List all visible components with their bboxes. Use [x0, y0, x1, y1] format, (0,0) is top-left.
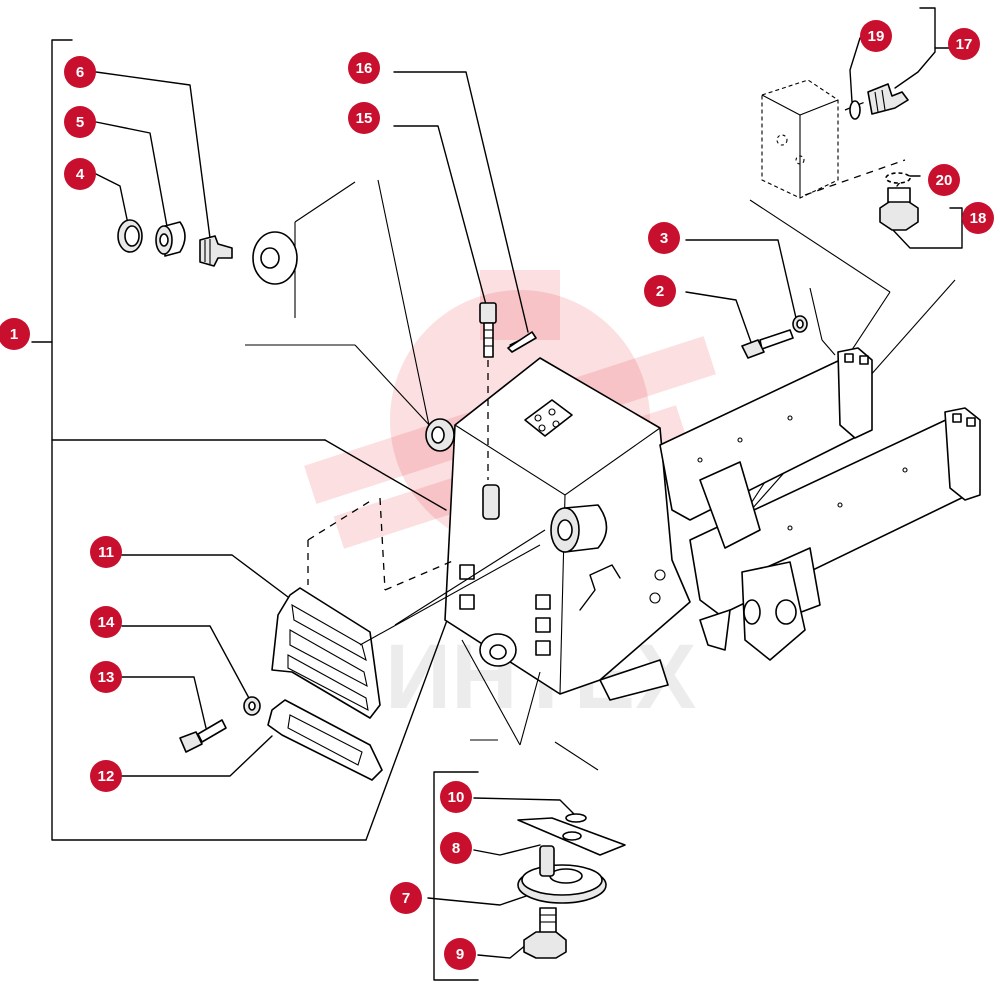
callout-10[interactable]: 10 — [440, 781, 472, 813]
front-support-bracket — [425, 357, 691, 695]
screw-part-15 — [479, 302, 497, 480]
callout-2[interactable]: 2 — [644, 275, 676, 307]
callout-18[interactable]: 18 — [962, 202, 994, 234]
callout-14-label: 14 — [98, 614, 115, 631]
callout-9[interactable]: 9 — [444, 938, 476, 970]
callout-16-label: 16 — [356, 60, 373, 77]
bushing-part-5 — [155, 221, 186, 257]
callout-16[interactable]: 16 — [348, 52, 380, 84]
washer-part-3 — [792, 315, 808, 333]
callout-3-label: 3 — [660, 230, 668, 247]
hint-lines-pad — [461, 639, 599, 771]
callout-8-label: 8 — [452, 840, 460, 857]
callout-1[interactable]: 1 — [0, 318, 30, 350]
callout-18-label: 18 — [970, 210, 987, 227]
frame-rails — [599, 347, 981, 701]
callout-7-label: 7 — [402, 890, 410, 907]
callout-7[interactable]: 7 — [390, 882, 422, 914]
callout-20-label: 20 — [936, 172, 953, 189]
callout-20[interactable]: 20 — [928, 164, 960, 196]
rubber-mount-part-7 — [517, 845, 607, 904]
callout-10-label: 10 — [448, 789, 465, 806]
plug-part-18 — [879, 187, 919, 231]
callout-3[interactable]: 3 — [648, 222, 680, 254]
grille-mount-dashes — [307, 497, 546, 646]
grille-guard-part-11 — [271, 587, 381, 719]
callout-12-label: 12 — [98, 768, 115, 785]
callout-5-label: 5 — [76, 114, 84, 131]
callout-15-label: 15 — [356, 110, 373, 127]
callout-9-label: 9 — [456, 946, 464, 963]
callout-15[interactable]: 15 — [348, 102, 380, 134]
callout-13[interactable]: 13 — [90, 661, 122, 693]
plate-part-8 — [517, 817, 626, 856]
seal-ring-part-4 — [117, 219, 143, 253]
callout-4-label: 4 — [76, 166, 85, 183]
fitting-part-17 — [867, 83, 909, 115]
callout-4[interactable]: 4 — [64, 158, 96, 190]
callout-2-label: 2 — [656, 283, 664, 300]
callout-5[interactable]: 5 — [64, 106, 96, 138]
callout-19-label: 19 — [868, 28, 885, 45]
callout-19[interactable]: 19 — [860, 20, 892, 52]
leader-lines — [95, 37, 956, 959]
washer-part-14 — [243, 696, 261, 716]
grille-plate-part-12 — [267, 699, 383, 781]
o-ring-part-19 — [849, 100, 861, 120]
callout-11-label: 11 — [98, 544, 114, 561]
callout-1-label: 1 — [10, 326, 18, 343]
clip-part-10 — [565, 813, 587, 823]
bushing-housing-outline — [252, 231, 298, 285]
callout-6[interactable]: 6 — [64, 56, 96, 88]
valve-block-outline — [761, 79, 906, 199]
callout-6-label: 6 — [76, 64, 84, 81]
callout-13-label: 13 — [98, 669, 115, 686]
callout-17[interactable]: 17 — [948, 28, 980, 60]
callout-11[interactable]: 11 — [90, 536, 122, 568]
callout-12[interactable]: 12 — [90, 760, 122, 792]
cotter-pin-part-16 — [507, 331, 537, 353]
bolt-part-2 — [741, 329, 794, 359]
o-ring-part-20 — [885, 172, 911, 184]
bracket-lines — [31, 7, 963, 981]
callout-17-label: 17 — [956, 36, 973, 53]
grease-nipple-part-6 — [199, 235, 233, 267]
callout-14[interactable]: 14 — [90, 606, 122, 638]
bolt-part-13 — [179, 719, 227, 753]
bolt-part-9 — [523, 907, 567, 959]
callout-8[interactable]: 8 — [440, 832, 472, 864]
